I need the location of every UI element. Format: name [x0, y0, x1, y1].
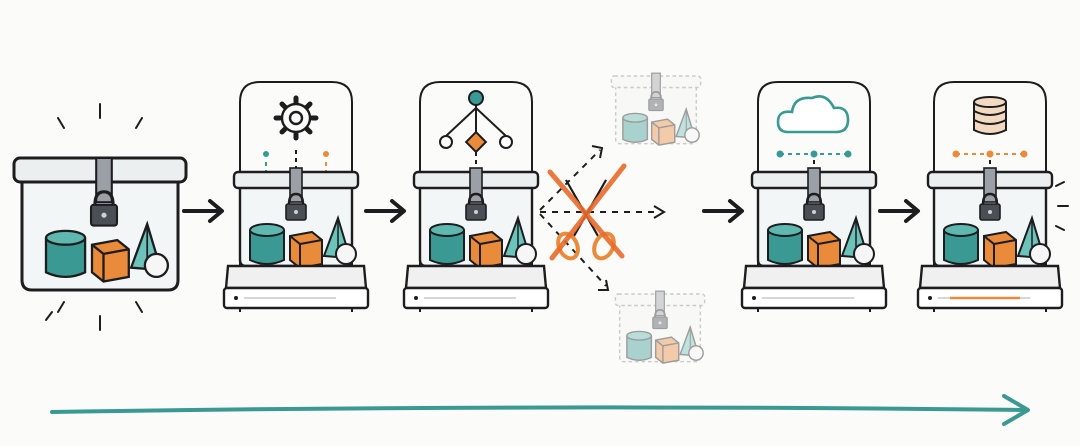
stage-storage: [916, 81, 1064, 313]
stage-split-rejected: [539, 72, 706, 364]
gear-icon: [273, 95, 319, 141]
stage-orchestration: [402, 81, 550, 313]
stage-sealed-container: [12, 103, 188, 331]
stage-config: [222, 81, 370, 313]
reject-x-icon: [547, 163, 627, 261]
sunburst-icon: [45, 103, 143, 331]
arrow-right-icon: [182, 199, 224, 223]
scissors-icon: [556, 179, 616, 261]
sealed-box: [12, 156, 188, 292]
arrow-right-icon: [364, 199, 406, 223]
ghost-box: [610, 72, 702, 146]
tree-icon: [439, 90, 513, 184]
arrow-right-icon: [702, 199, 744, 223]
timeline-arrow: [50, 394, 1030, 426]
cloud-icon: [776, 95, 850, 134]
continuation-marks: [1055, 181, 1069, 231]
split-dashed-arrows: [539, 149, 660, 287]
ghost-box: [614, 290, 706, 364]
storage-connections: [952, 150, 1028, 184]
database-icon: [973, 96, 1007, 135]
stage-cloud: [740, 81, 888, 313]
arrow-right-icon: [878, 199, 920, 223]
